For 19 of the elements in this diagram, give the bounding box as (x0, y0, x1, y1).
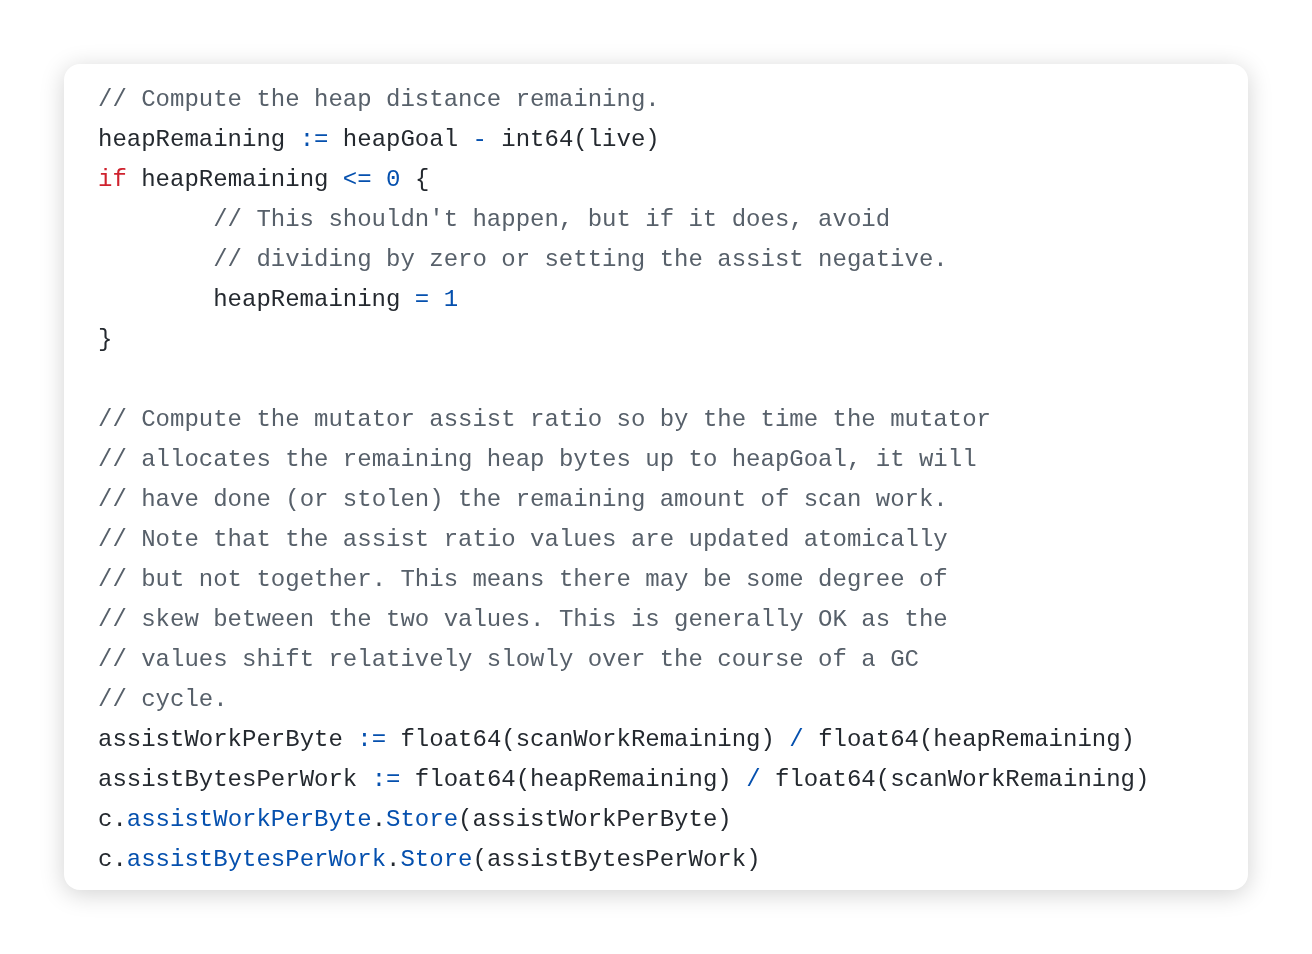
code-comment: // Compute the mutator assist ratio so by the time the mutator (98, 405, 991, 435)
code-comment: // Note that the assist ratio values are updated atomically (98, 525, 948, 555)
code-line: heapRemaining = 1 (213, 285, 459, 315)
code-line: if heapRemaining <= 0 { (98, 165, 430, 195)
code-comment: // Compute the heap distance remaining. (98, 85, 660, 115)
code-line: c.assistBytesPerWork.Store(assistBytesPerWork) (98, 845, 761, 875)
code-comment: // but not together. This means there may be some degree of (98, 565, 948, 595)
code-comment: // cycle. (98, 685, 228, 715)
code-comment: // values shift relatively slowly over the course of a GC (98, 645, 919, 675)
code-comment: // allocates the remaining heap bytes up to heapGoal, it will (98, 445, 977, 475)
code-comment: // have done (or stolen) the remaining amount of scan work. (98, 485, 948, 515)
code-line: } (98, 325, 113, 355)
code-comment: // skew between the two values. This is generally OK as the (98, 605, 948, 635)
code-line: heapRemaining := heapGoal - int64(live) (98, 125, 660, 155)
code-line: assistBytesPerWork := float64(heapRemaining) / float64(scanWorkRemaining) (98, 765, 1150, 795)
code-comment: // dividing by zero or setting the assist negative. (213, 245, 948, 275)
code-line: c.assistWorkPerByte.Store(assistWorkPerByte) (98, 805, 732, 835)
code-line: assistWorkPerByte := float64(scanWorkRemaining) / float64(heapRemaining) (98, 725, 1135, 755)
code-comment: // This shouldn't happen, but if it does, avoid (213, 205, 891, 235)
